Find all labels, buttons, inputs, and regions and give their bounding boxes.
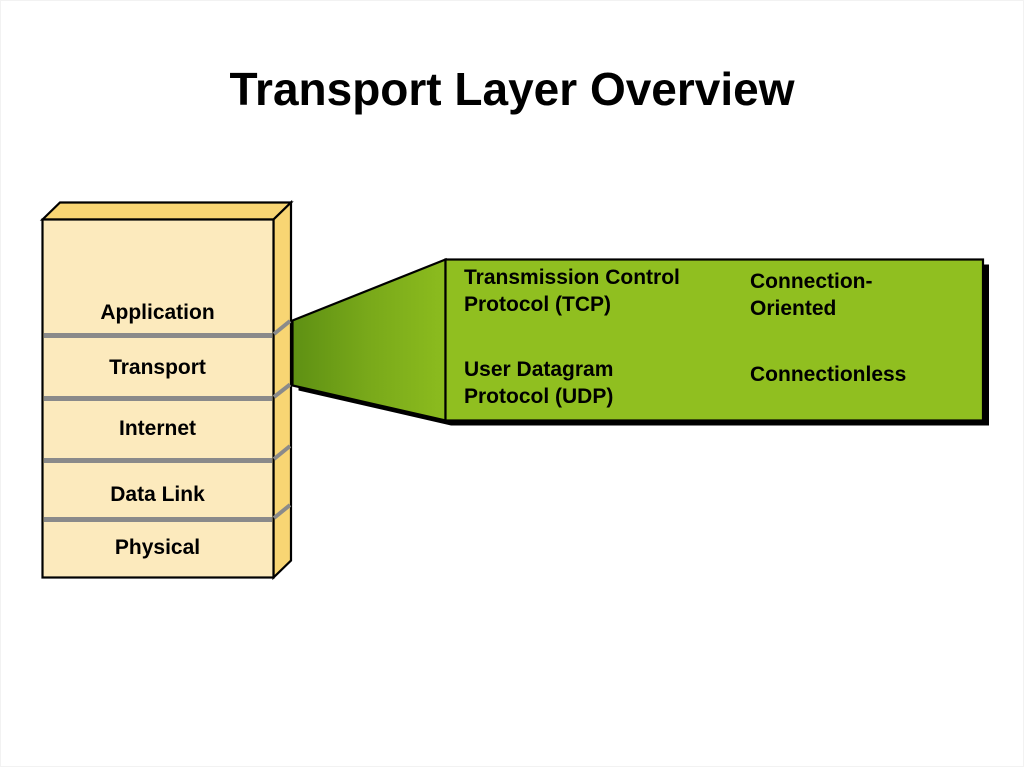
callout-body — [444, 258, 985, 422]
callout-mode-connectionless: Connectionless — [750, 363, 907, 386]
callout-protocol-udp: User Datagram Protocol (UDP) — [464, 358, 614, 408]
stack-top-face — [39, 201, 294, 221]
layer-label-transport: Transport — [109, 356, 206, 379]
layer-dividers — [44, 319, 292, 522]
layer-label-data-link: Data Link — [110, 483, 205, 506]
layer-divider-side — [272, 382, 292, 399]
layer-label-physical: Physical — [114, 536, 201, 559]
slide-title: Transport Layer Overview — [229, 63, 795, 115]
layer-divider-side — [272, 444, 292, 461]
layer-label-internet: Internet — [118, 417, 196, 440]
callout-mode-connection-oriented: Connection- Oriented — [750, 270, 873, 320]
callout-protocol-tcp: Transmission Control Protocol (TCP) — [464, 266, 680, 316]
layer-divider-side — [272, 319, 292, 336]
layer-divider-side — [272, 503, 292, 520]
callout-arrow-tip — [291, 257, 447, 422]
layer-label-application: Application — [100, 301, 215, 324]
